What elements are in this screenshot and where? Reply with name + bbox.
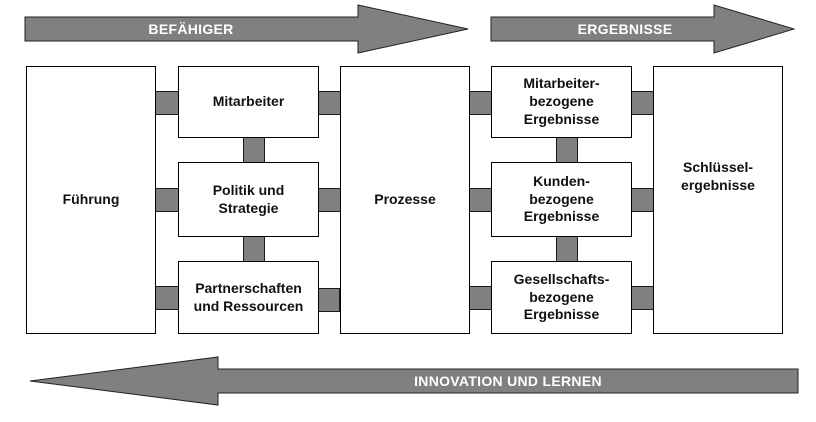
innovation-arrow: INNOVATION UND LERNEN [28, 356, 800, 406]
results-arrow-shape [490, 4, 796, 54]
enablers-arrow: BEFÄHIGER [24, 4, 470, 54]
connector-people-results-key-results [630, 91, 654, 115]
connector-society-results-key-results [630, 286, 654, 310]
partnerships-label: Partnerschaften und Ressourcen [193, 279, 304, 314]
key-results-label: Schlüssel- ergebnisse [681, 159, 755, 193]
people-box: Mitarbeiter [178, 66, 319, 138]
connector-leadership-policy [155, 188, 179, 212]
connector-processes-society-results [468, 286, 492, 310]
connector-policy-processes [318, 188, 342, 212]
results-arrow-label: ERGEBNISSE [577, 21, 673, 37]
leadership-label: Führung [62, 191, 120, 208]
society-results-label: Gesellschafts- bezogene Ergebnisse [513, 270, 610, 323]
key-results-box: Schlüssel- ergebnisse [653, 66, 783, 334]
innovation-arrow-label: INNOVATION UND LERNEN [414, 373, 602, 389]
connector-people-results-customer-results [556, 137, 578, 163]
policy-label: Politik und Strategie [212, 181, 285, 216]
people-results-label: Mitarbeiter- bezogene Ergebnisse [523, 75, 600, 127]
connector-leadership-people [155, 91, 179, 115]
policy-box: Politik und Strategie [178, 162, 319, 237]
leadership-box: Führung [26, 66, 156, 334]
connector-processes-customer-results [468, 188, 492, 212]
connector-policy-partnerships [243, 236, 265, 262]
results-arrow: ERGEBNISSE [490, 4, 796, 54]
enablers-arrow-label: BEFÄHIGER [148, 21, 234, 37]
society-results-box: Gesellschafts- bezogene Ergebnisse [491, 261, 632, 334]
connector-partnerships-processes [316, 288, 340, 312]
connector-leadership-partnerships [155, 286, 179, 310]
connector-people-processes [318, 91, 342, 115]
innovation-arrow-shape [29, 356, 799, 406]
customer-results-box: Kunden- bezogene Ergebnisse [491, 162, 632, 237]
connector-people-policy [243, 137, 265, 163]
enablers-arrow-shape [24, 4, 469, 54]
processes-label: Prozesse [374, 191, 436, 208]
connector-customer-results-society-results [556, 236, 578, 262]
partnerships-box: Partnerschaften und Ressourcen [178, 261, 319, 334]
people-results-box: Mitarbeiter- bezogene Ergebnisse [491, 66, 632, 138]
customer-results-label: Kunden- bezogene Ergebnisse [523, 172, 600, 225]
connector-customer-results-key-results [630, 188, 654, 212]
processes-box: Prozesse [340, 66, 470, 334]
people-label: Mitarbeiter [212, 93, 285, 110]
connector-processes-people-results [468, 91, 492, 115]
